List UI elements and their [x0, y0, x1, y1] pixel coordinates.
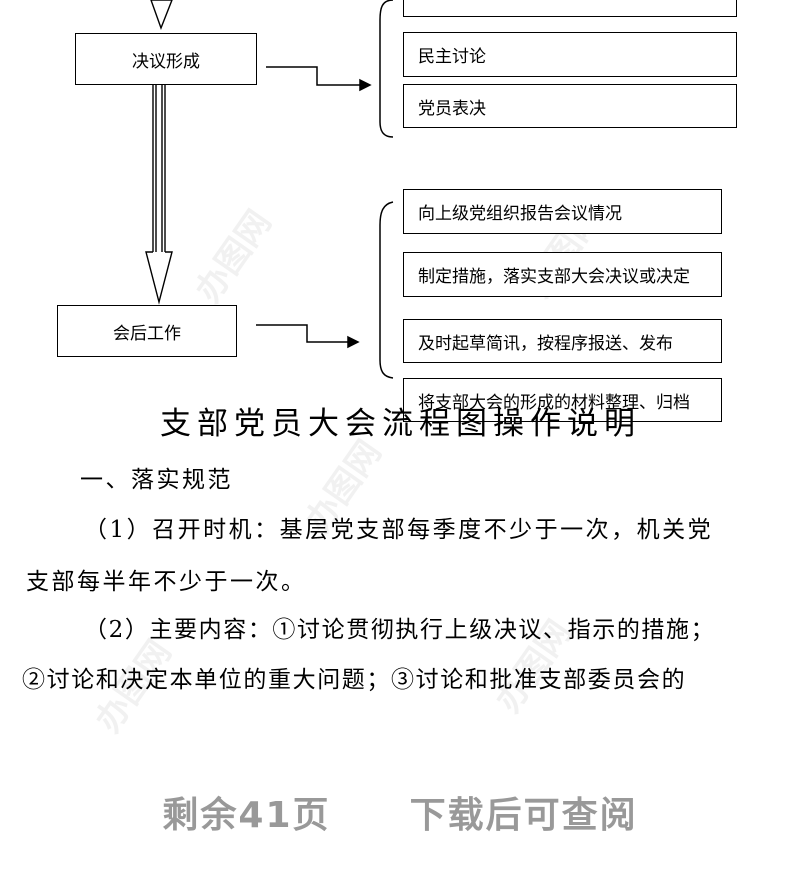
paragraph-line: 支部每半年不少于一次。 — [26, 569, 307, 595]
document-heading: 支部党员大会流程图操作说明 — [160, 406, 641, 442]
flow-box-cropped — [403, 0, 737, 17]
elbow-arrow-resolution — [266, 66, 372, 92]
down-arrow-top — [150, 0, 173, 30]
down-arrow-main — [145, 85, 173, 305]
stage-after-meeting-box: 会后工作 — [57, 305, 237, 357]
paragraph-line: ②讨论和决定本单位的重大问题；③讨论和批准支部委员会的 — [22, 667, 687, 693]
elbow-arrow-after — [256, 324, 360, 349]
resolution-item-vote: 党员表决 — [403, 84, 737, 128]
paragraph-line: （2）主要内容：①讨论贯彻执行上级决议、指示的措施； — [84, 617, 716, 643]
remaining-pages-label: 剩余41页 — [162, 795, 331, 836]
after-item-measures: 制定措施，落实支部大会决议或决定 — [403, 252, 722, 297]
after-item-archive: 将支部大会的形成的材料整理、归档 — [403, 378, 722, 422]
brace-after — [379, 201, 394, 379]
download-footer[interactable]: 剩余41页 下载后可查阅 — [0, 786, 800, 838]
after-item-bulletin: 及时起草简讯，按程序报送、发布 — [403, 319, 722, 363]
brace-resolution — [379, 0, 394, 138]
resolution-item-discussion: 民主讨论 — [403, 32, 737, 77]
paragraph-line: （1）召开时机：基层党支部每季度不少于一次，机关党 — [84, 517, 714, 543]
after-item-report: 向上级党组织报告会议情况 — [403, 189, 722, 234]
download-prompt-label[interactable]: 下载后可查阅 — [409, 795, 638, 836]
section-title: 一、落实规范 — [80, 467, 233, 493]
stage-resolution-box: 决议形成 — [75, 33, 257, 85]
